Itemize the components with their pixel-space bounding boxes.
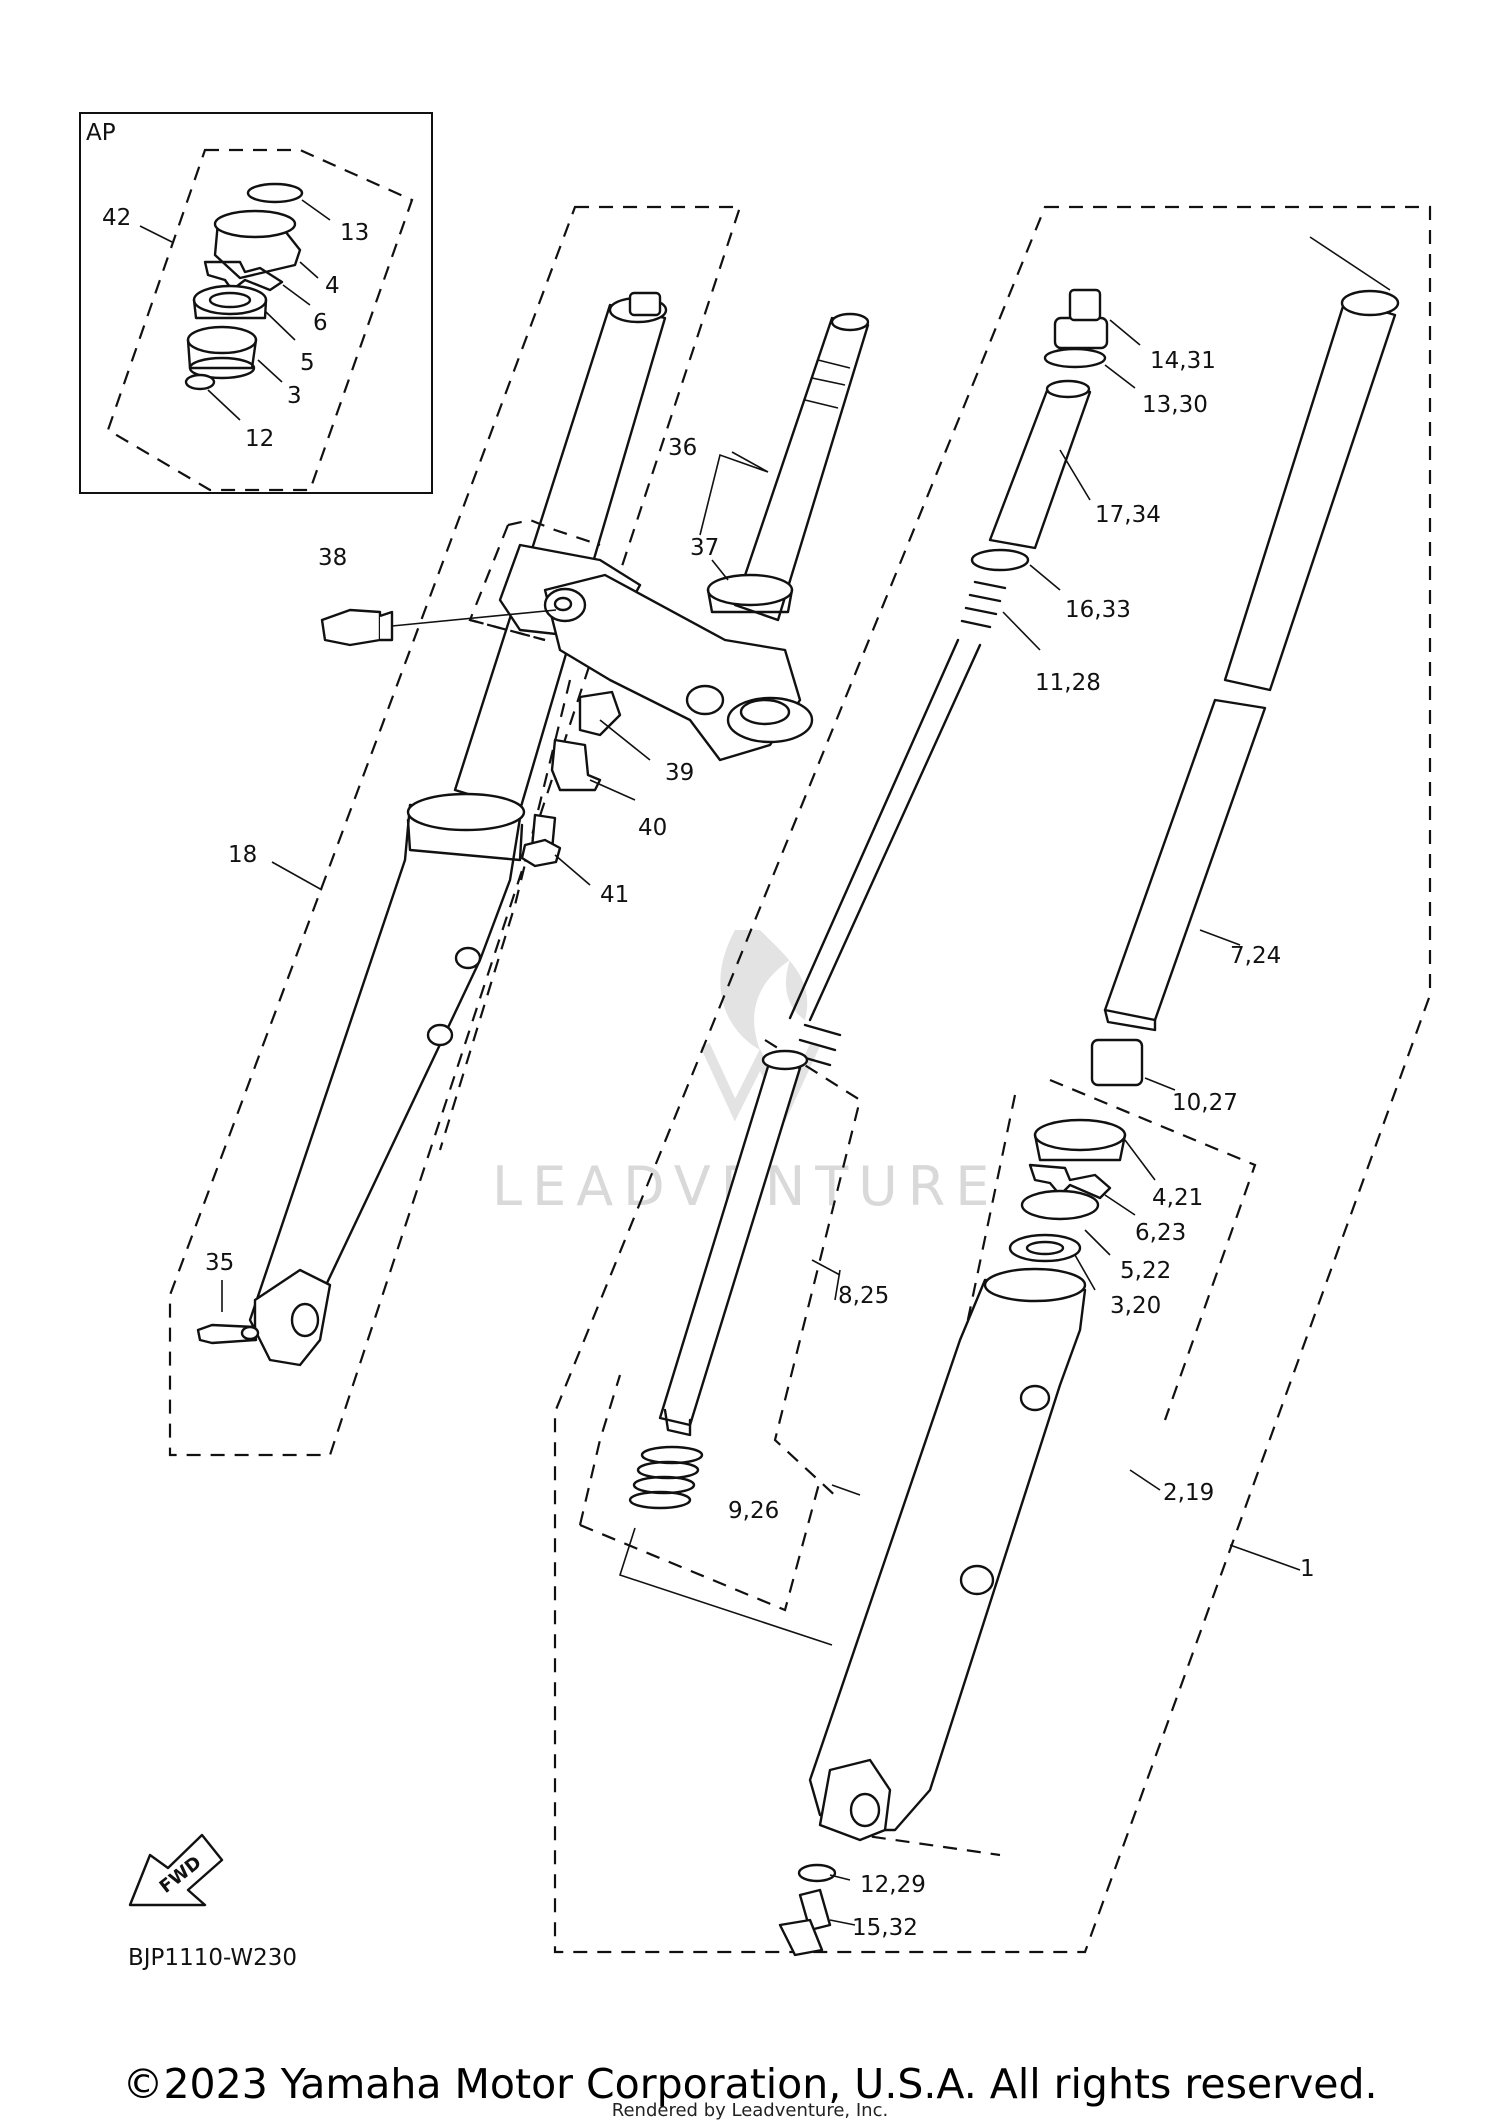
label-35: 35	[205, 1250, 234, 1276]
steering-stem-assembly: 38 39 40 41 36 37	[318, 312, 870, 1151]
label-18: 18	[228, 842, 257, 868]
label-8-25: 8,25	[838, 1283, 889, 1309]
label-13-30: 13,30	[1142, 392, 1208, 418]
label-40: 40	[638, 815, 667, 841]
label-37: 37	[690, 535, 719, 561]
label-10-27: 10,27	[1172, 1090, 1238, 1116]
rendered-by-note: Rendered by Leadventure, Inc.	[611, 2100, 889, 2121]
fwd-arrow-icon: FWD	[128, 1833, 224, 1907]
label-1: 1	[1300, 1556, 1315, 1582]
label-2-19: 2,19	[1163, 1480, 1214, 1506]
label-3: 3	[287, 383, 302, 409]
label-5: 5	[300, 350, 315, 376]
label-11-28: 11,28	[1035, 670, 1101, 696]
label-39: 39	[665, 760, 694, 786]
diagram-code: BJP1110-W230	[128, 1945, 297, 1971]
label-15-32: 15,32	[852, 1915, 918, 1941]
label-6-23: 6,23	[1135, 1220, 1186, 1246]
ap-kit-box: AP 42 13 4 6 5 3 12	[79, 112, 433, 494]
label-36: 36	[668, 435, 697, 461]
label-4: 4	[325, 273, 340, 299]
ap-label: AP	[86, 120, 116, 146]
right-fork-assembly: 14,31 13,30 17,34 16,33 11,28 7,24 10,27…	[553, 205, 1432, 1957]
label-5-22: 5,22	[1120, 1258, 1171, 1284]
label-14-31: 14,31	[1150, 348, 1216, 374]
label-4-21: 4,21	[1152, 1185, 1203, 1211]
label-42: 42	[102, 205, 131, 231]
o-ring-part	[246, 182, 304, 204]
label-7-24: 7,24	[1230, 943, 1281, 969]
label-6: 6	[313, 310, 328, 336]
label-13: 13	[340, 220, 369, 246]
label-12-29: 12,29	[860, 1872, 926, 1898]
label-17-34: 17,34	[1095, 502, 1161, 528]
label-12: 12	[245, 426, 274, 452]
label-3-20: 3,20	[1110, 1293, 1161, 1319]
copyright-notice: ©2023 Yamaha Motor Corporation, U.S.A. A…	[122, 2060, 1378, 2108]
label-9-26: 9,26	[728, 1498, 779, 1524]
label-41: 41	[600, 882, 629, 908]
label-38: 38	[318, 545, 347, 571]
label-16-33: 16,33	[1065, 597, 1131, 623]
